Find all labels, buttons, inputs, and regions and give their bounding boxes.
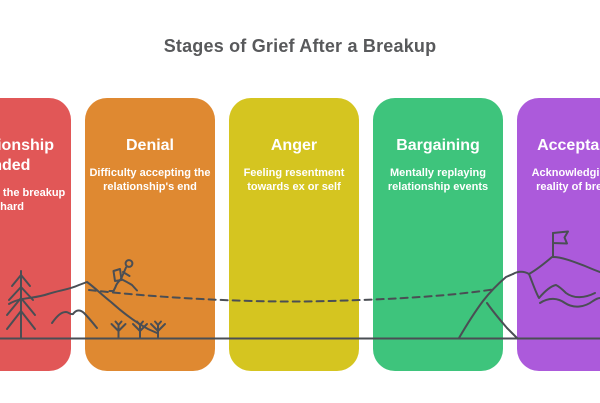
stage-title: Denial	[125, 137, 174, 154]
stage-title: Relationship Ended	[0, 137, 54, 174]
stage-title: Acceptance	[537, 137, 600, 154]
stage-card-anger: Anger Feeling resentment towards ex or s…	[229, 98, 359, 371]
stage-card-denial: Denial Difficulty accepting the relation…	[85, 98, 215, 371]
stage-card-bargaining: Bargaining Mentally replaying relationsh…	[373, 98, 503, 371]
stage-description: Mentally replaying relationship events	[387, 167, 489, 193]
stage-title: Bargaining	[396, 137, 480, 154]
stage-description: Acknowledging the reality of breakup	[531, 167, 600, 193]
stage-description: Feeling resentment towards ex or self	[243, 167, 345, 193]
stage-description: Accepting the breakup is hard	[0, 187, 66, 213]
stage-title: Anger	[270, 137, 318, 154]
stage-card-relationship-ended: Relationship Ended Accepting the breakup…	[0, 98, 71, 371]
stage-card-acceptance: Acceptance Acknowledging the reality of …	[517, 98, 600, 371]
stage-description: Difficulty accepting the relationship's …	[89, 167, 211, 193]
page-title: Stages of Grief After a Breakup	[163, 36, 437, 56]
